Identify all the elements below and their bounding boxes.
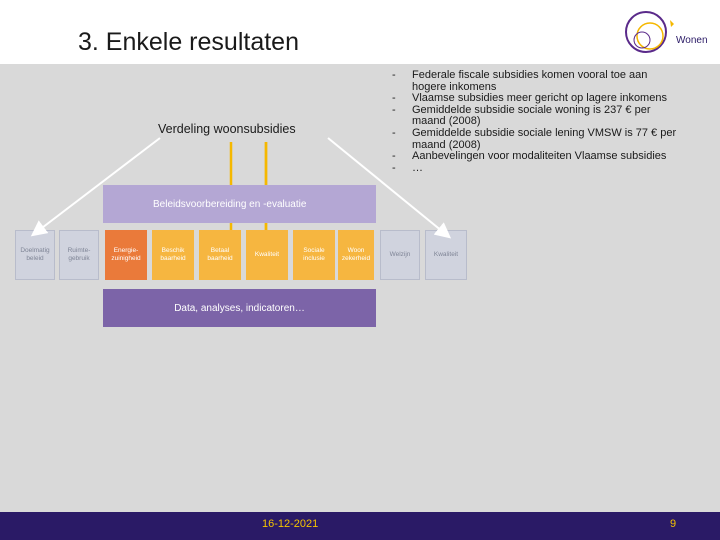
bullet-item: -Federale fiscale subsidies komen vooral… <box>392 69 648 93</box>
bullet-list: -Federale fiscale subsidies komen vooral… <box>390 69 715 174</box>
content-area <box>0 64 720 512</box>
slide-title: 3. Enkele resultaten <box>78 28 299 56</box>
box-kwaliteit: Kwaliteit <box>246 230 288 280</box>
bullet-item: -Gemiddelde subsidie sociale woning is 2… <box>392 103 651 128</box>
logo-text: Wonen <box>676 35 708 46</box>
arrow-left <box>30 137 161 237</box>
bullet-item: -Vlaamse subsidies meer gericht op lager… <box>392 92 667 105</box>
bullet-item: -… <box>392 161 423 174</box>
bullet-item: -Aanbevelingen voor modaliteiten Vlaamse… <box>392 150 667 163</box>
footer-bar: 16-12-2021 9 <box>0 512 720 540</box>
box-ruimtegebruik: Ruimte-gebruik <box>59 230 99 280</box>
wonen-logo: Wonen <box>625 11 708 53</box>
footer-date: 16-12-2021 <box>262 518 319 530</box>
top-bar: Beleidsvoorbereiding en -evaluatie <box>103 185 376 223</box>
page-number: 9 <box>670 518 677 530</box>
bottom-bar: Data, analyses, indicatoren… <box>103 289 376 327</box>
arrow-right <box>327 137 452 239</box>
diagram-title: Verdeling woonsubsidies <box>158 122 296 136</box>
box-welzijn: Welzijn <box>380 230 420 280</box>
bullet-item: -Gemiddelde subsidie sociale lening VMSW… <box>392 126 677 151</box>
box-energiezuinigheid: Energie-zuinigheid <box>105 230 147 280</box>
